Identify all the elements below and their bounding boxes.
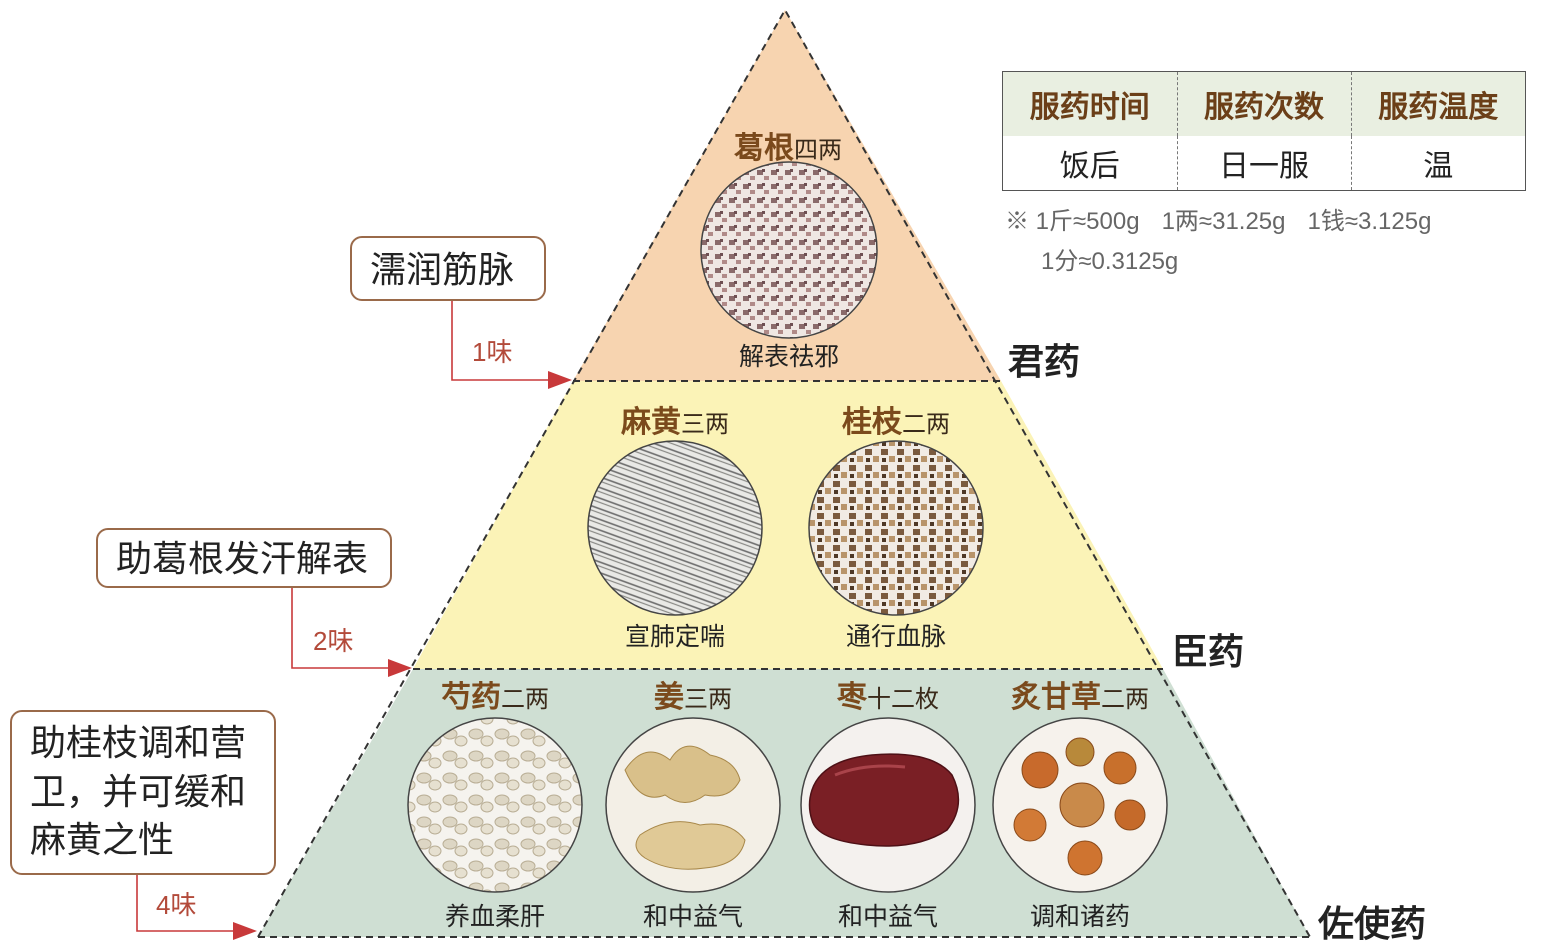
dosing-header-row: 服药时间 服药次数 服药温度 <box>1003 72 1525 136</box>
herb-function-guizhi: 通行血脉 <box>846 622 946 651</box>
herb-image-mahuang <box>587 440 763 616</box>
dosing-header-temperature: 服药温度 <box>1350 72 1525 136</box>
tier-label-jun: 君药 <box>1008 341 1080 383</box>
role-box-jun: 濡润筋脉 <box>350 236 546 301</box>
dosing-header-time: 服药时间 <box>1003 72 1177 136</box>
connector-jun <box>451 301 555 381</box>
herb-zao: 枣十二枚 和中益气 <box>800 680 976 931</box>
jujube-shape <box>808 753 960 847</box>
role-box-chen: 助葛根发汗解表 <box>96 528 392 588</box>
herb-jiang: 姜三两 和中益气 <box>605 680 781 931</box>
role-text-zuoshi-line: 助桂枝调和营 <box>30 723 247 764</box>
role-box-zuoshi: 助桂枝调和营 卫，并可缓和 麻黄之性 <box>10 710 276 875</box>
arrowhead-jun <box>548 371 572 389</box>
herb-function-jiang: 和中益气 <box>643 902 743 931</box>
dosing-header-frequency: 服药次数 <box>1176 72 1351 136</box>
tier-label-zuoshi: 佐使药 <box>1317 903 1426 945</box>
role-text-zuoshi-line: 麻黄之性 <box>30 820 175 862</box>
herb-image-guizhi <box>808 440 984 616</box>
tier-chen-fill <box>413 381 1163 669</box>
tier-label-chen: 臣药 <box>1172 631 1244 673</box>
herb-image-gegen <box>700 161 878 339</box>
role-text-jun: 濡润筋脉 <box>370 250 515 291</box>
herb-name-zao: 枣十二枚 <box>836 680 939 715</box>
role-text-zuoshi-line: 卫，并可缓和 <box>30 771 247 813</box>
herb-image-shaoyao <box>407 717 583 893</box>
note-liang: 1两≈31.25g <box>1161 208 1286 235</box>
pyramid-outline <box>257 7 1311 938</box>
dosing-value-temperature: 温 <box>1350 136 1525 190</box>
licorice-slice <box>1065 737 1095 767</box>
licorice-slice <box>1114 799 1146 831</box>
herb-function-zhigancao: 调和诸药 <box>1030 902 1130 931</box>
arrowhead-zuoshi <box>233 922 257 940</box>
dosing-value-row: 饭后 日一服 温 <box>1003 136 1525 190</box>
herb-guizhi: 桂枝二两 通行血脉 <box>808 405 984 651</box>
connector-chen <box>291 588 395 669</box>
herb-function-mahuang: 宣肺定喘 <box>625 622 725 651</box>
dosing-value-frequency: 日一服 <box>1176 136 1351 190</box>
herb-function-zao: 和中益气 <box>838 902 938 931</box>
herb-name-zhigancao: 炙甘草二两 <box>1011 680 1149 715</box>
arrowhead-chen <box>388 659 412 677</box>
dosing-value-time: 饭后 <box>1059 149 1120 184</box>
licorice-slice <box>1059 782 1105 828</box>
jujube-highlight <box>834 764 906 777</box>
herb-function-gegen: 解表祛邪 <box>739 342 839 371</box>
herb-name-jiang: 姜三两 <box>654 680 732 715</box>
note-fen: 1分≈0.3125g <box>1041 248 1179 275</box>
herb-mahuang: 麻黄三两 宣肺定喘 <box>587 405 763 651</box>
count-zuoshi: 4味 <box>156 890 196 920</box>
licorice-slice <box>1067 840 1103 876</box>
unit-notes: ※ 1斤≈500g 1两≈31.25g 1钱≈3.125g 1分≈0.3125g <box>1005 202 1535 282</box>
herb-name-gegen: 葛根四两 <box>733 131 842 166</box>
ginger-shape <box>635 821 746 870</box>
herb-name-mahuang: 麻黄三两 <box>621 405 729 440</box>
herb-gegen: 葛根四两 解表祛邪 <box>700 131 878 371</box>
herb-name-guizhi: 桂枝二两 <box>842 405 950 440</box>
licorice-slice <box>1103 751 1137 785</box>
herb-function-shaoyao: 养血柔肝 <box>445 902 545 931</box>
count-jun: 1味 <box>472 337 512 367</box>
note-qian: 1钱≈3.125g <box>1307 208 1432 235</box>
dosing-table: 服药时间 服药次数 服药温度 饭后 日一服 温 <box>1002 71 1526 191</box>
role-text-chen: 助葛根发汗解表 <box>116 539 369 580</box>
herb-zhigancao: 炙甘草二两 调和诸药 <box>992 680 1168 931</box>
licorice-slices <box>1013 737 1146 876</box>
note-jin: ※ 1斤≈500g <box>1005 208 1140 235</box>
count-chen: 2味 <box>313 626 353 656</box>
licorice-slice <box>1021 751 1059 789</box>
herb-shaoyao: 芍药二两 养血柔肝 <box>407 680 583 931</box>
licorice-slice <box>1013 808 1047 842</box>
connector-zuoshi <box>136 875 240 932</box>
ginger-shape <box>624 745 741 803</box>
herb-name-shaoyao: 芍药二两 <box>441 680 549 715</box>
